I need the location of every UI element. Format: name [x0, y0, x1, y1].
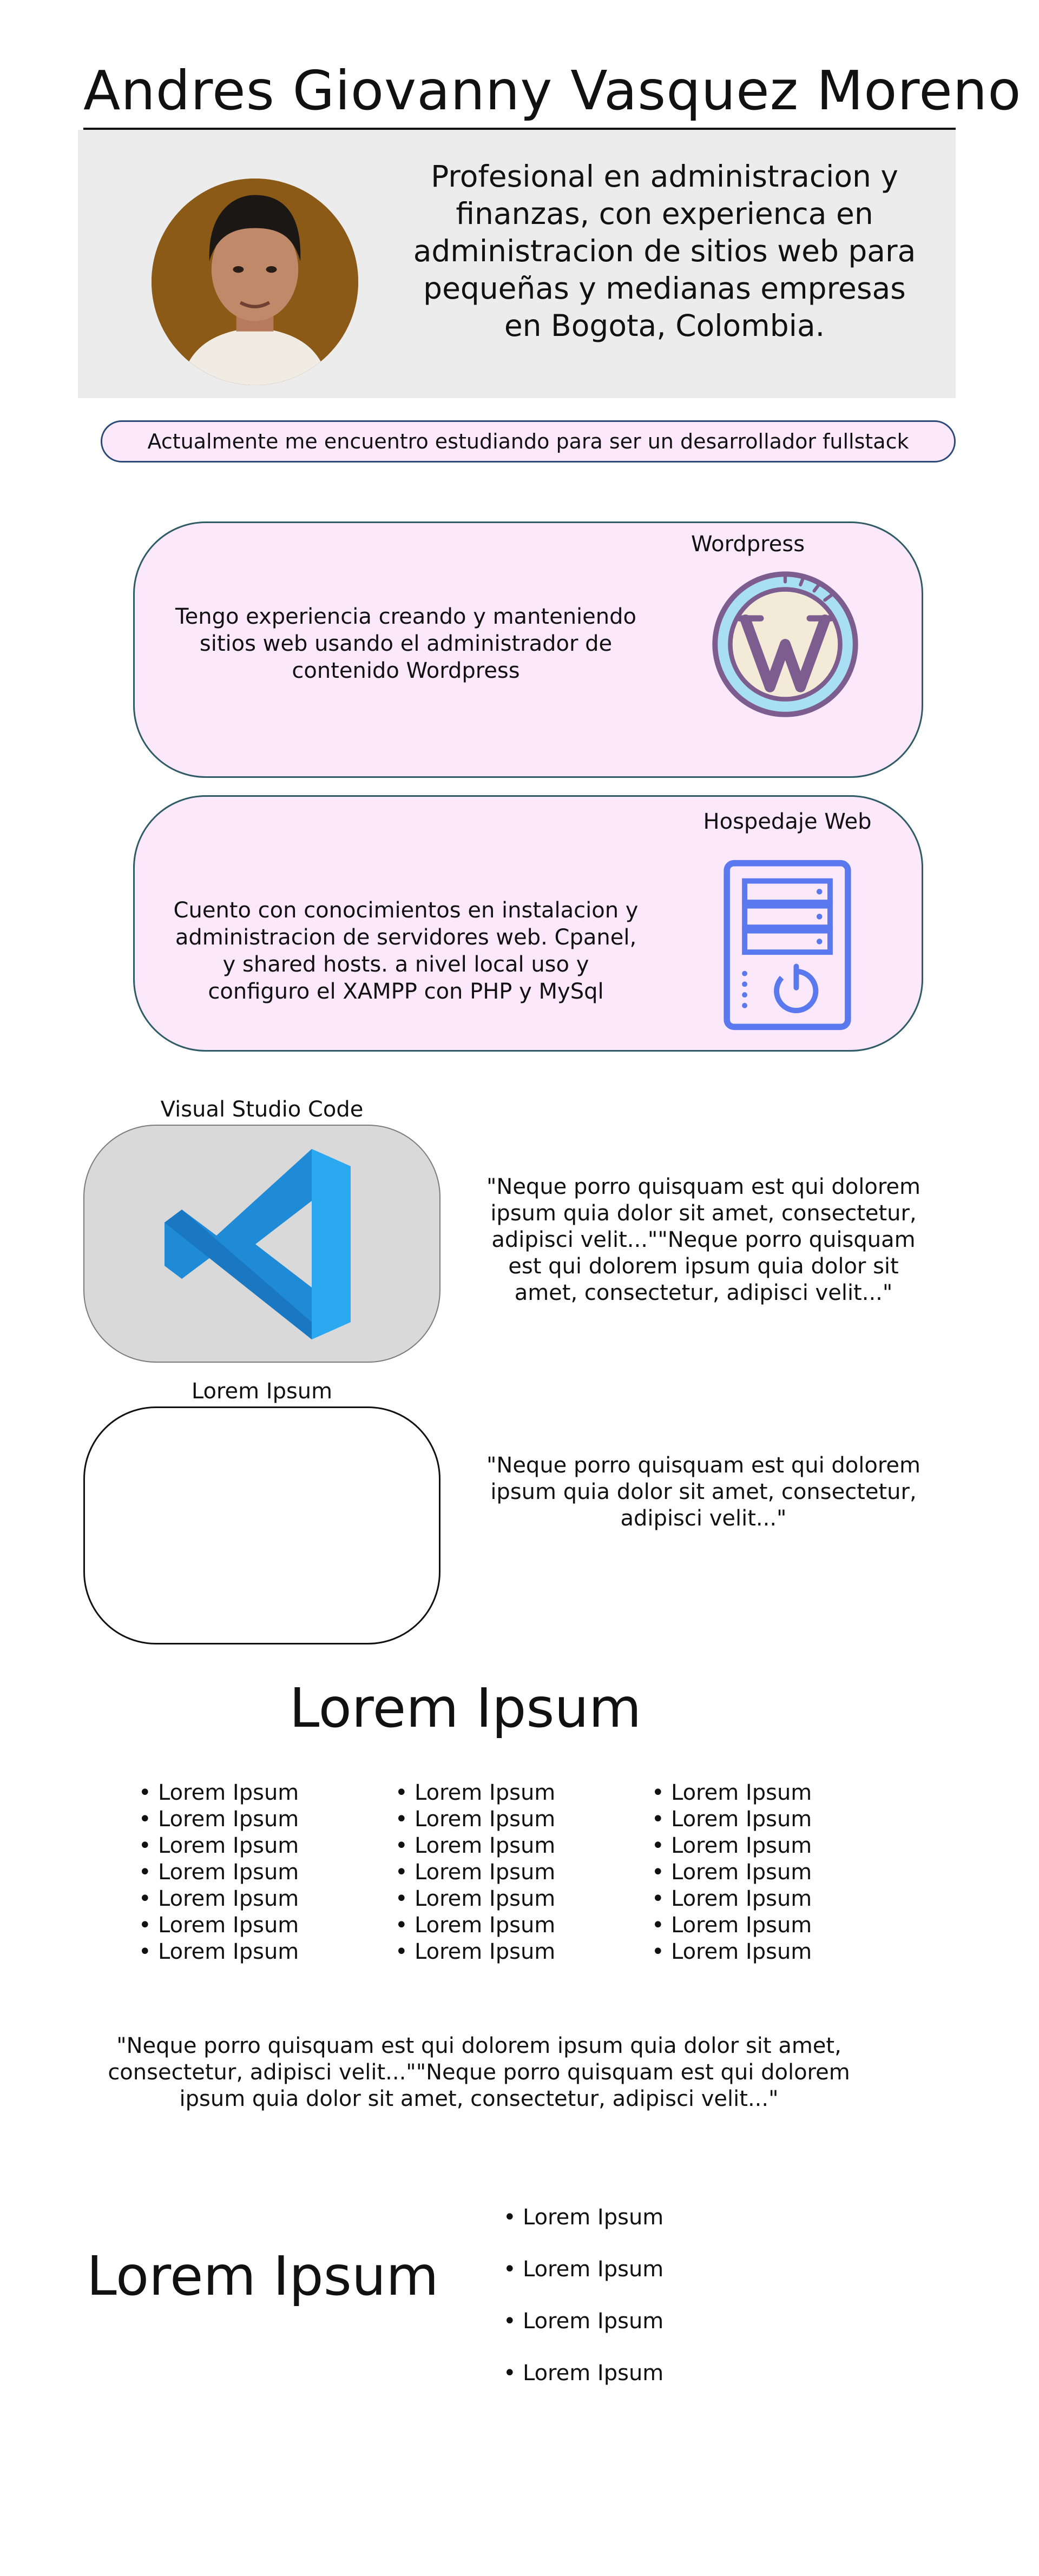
card-quote: "Neque porro quisquam est qui dolorem ip…: [486, 1453, 920, 1531]
list-item: Lorem Ipsum: [139, 1780, 366, 1806]
lorem-card: [83, 1406, 440, 1644]
list-column: Lorem Ipsum Lorem Ipsum Lorem Ipsum Lore…: [652, 1780, 879, 1965]
list-item: Lorem Ipsum: [503, 2204, 731, 2230]
list-item: Lorem Ipsum: [139, 1912, 366, 1939]
list-item: Lorem Ipsum: [395, 1859, 622, 1886]
skill-card-title: Hospedaje Web: [703, 809, 872, 834]
list-item: Lorem Ipsum: [652, 1806, 879, 1833]
list-item: Lorem Ipsum: [139, 1939, 366, 1965]
list-item: Lorem Ipsum: [395, 1780, 622, 1806]
vscode-icon: [152, 1136, 368, 1352]
list-item: Lorem Ipsum: [503, 2256, 731, 2282]
title-divider: [83, 128, 956, 130]
list-item: Lorem Ipsum: [395, 1806, 622, 1833]
section-heading: Lorem Ipsum: [289, 1676, 642, 1740]
list-item: Lorem Ipsum: [395, 1912, 622, 1939]
list-item: Lorem Ipsum: [652, 1939, 879, 1965]
card-title: Lorem Ipsum: [191, 1379, 333, 1404]
list-item: Lorem Ipsum: [652, 1912, 879, 1939]
list-item: Lorem Ipsum: [139, 1859, 366, 1886]
bottom-heading: Lorem Ipsum: [87, 2244, 439, 2308]
list-item: Lorem Ipsum: [503, 2360, 731, 2386]
server-icon: [720, 856, 855, 1034]
list-item: Lorem Ipsum: [652, 1859, 879, 1886]
skill-card-title: Wordpress: [691, 532, 805, 557]
list-column: Lorem Ipsum Lorem Ipsum Lorem Ipsum Lore…: [139, 1780, 366, 1965]
skill-card-description: Cuento con conocimientos en instalacion …: [173, 898, 639, 1004]
list-item: Lorem Ipsum: [395, 1886, 622, 1912]
list-item: Lorem Ipsum: [139, 1886, 366, 1912]
list-item: Lorem Ipsum: [139, 1806, 366, 1833]
list-column: Lorem Ipsum Lorem Ipsum Lorem Ipsum Lore…: [395, 1780, 622, 1965]
profile-description: Profesional en administracion y finanzas…: [413, 159, 916, 343]
list-item: Lorem Ipsum: [652, 1833, 879, 1859]
list-item: Lorem Ipsum: [395, 1939, 622, 1965]
avatar: [152, 179, 358, 385]
list-item: Lorem Ipsum: [139, 1833, 366, 1859]
page-title: Andres Giovanny Vasquez Moreno: [83, 59, 1022, 122]
wordpress-icon: [709, 568, 862, 721]
list-item: Lorem Ipsum: [395, 1833, 622, 1859]
list-item: Lorem Ipsum: [652, 1886, 879, 1912]
card-title: Visual Studio Code: [160, 1097, 364, 1122]
section-quote: "Neque porro quisquam est qui dolorem ip…: [108, 2033, 850, 2111]
study-banner: Actualmente me encuentro estudiando para…: [101, 420, 956, 463]
list-item: Lorem Ipsum: [503, 2308, 731, 2334]
list-item: Lorem Ipsum: [652, 1780, 879, 1806]
card-quote: "Neque porro quisquam est qui dolorem ip…: [486, 1174, 920, 1305]
bottom-list: Lorem Ipsum Lorem Ipsum Lorem Ipsum Lore…: [503, 2204, 731, 2412]
skill-card-description: Tengo experiencia creando y manteniendo …: [175, 604, 636, 683]
profile-photo-icon: [152, 179, 358, 385]
